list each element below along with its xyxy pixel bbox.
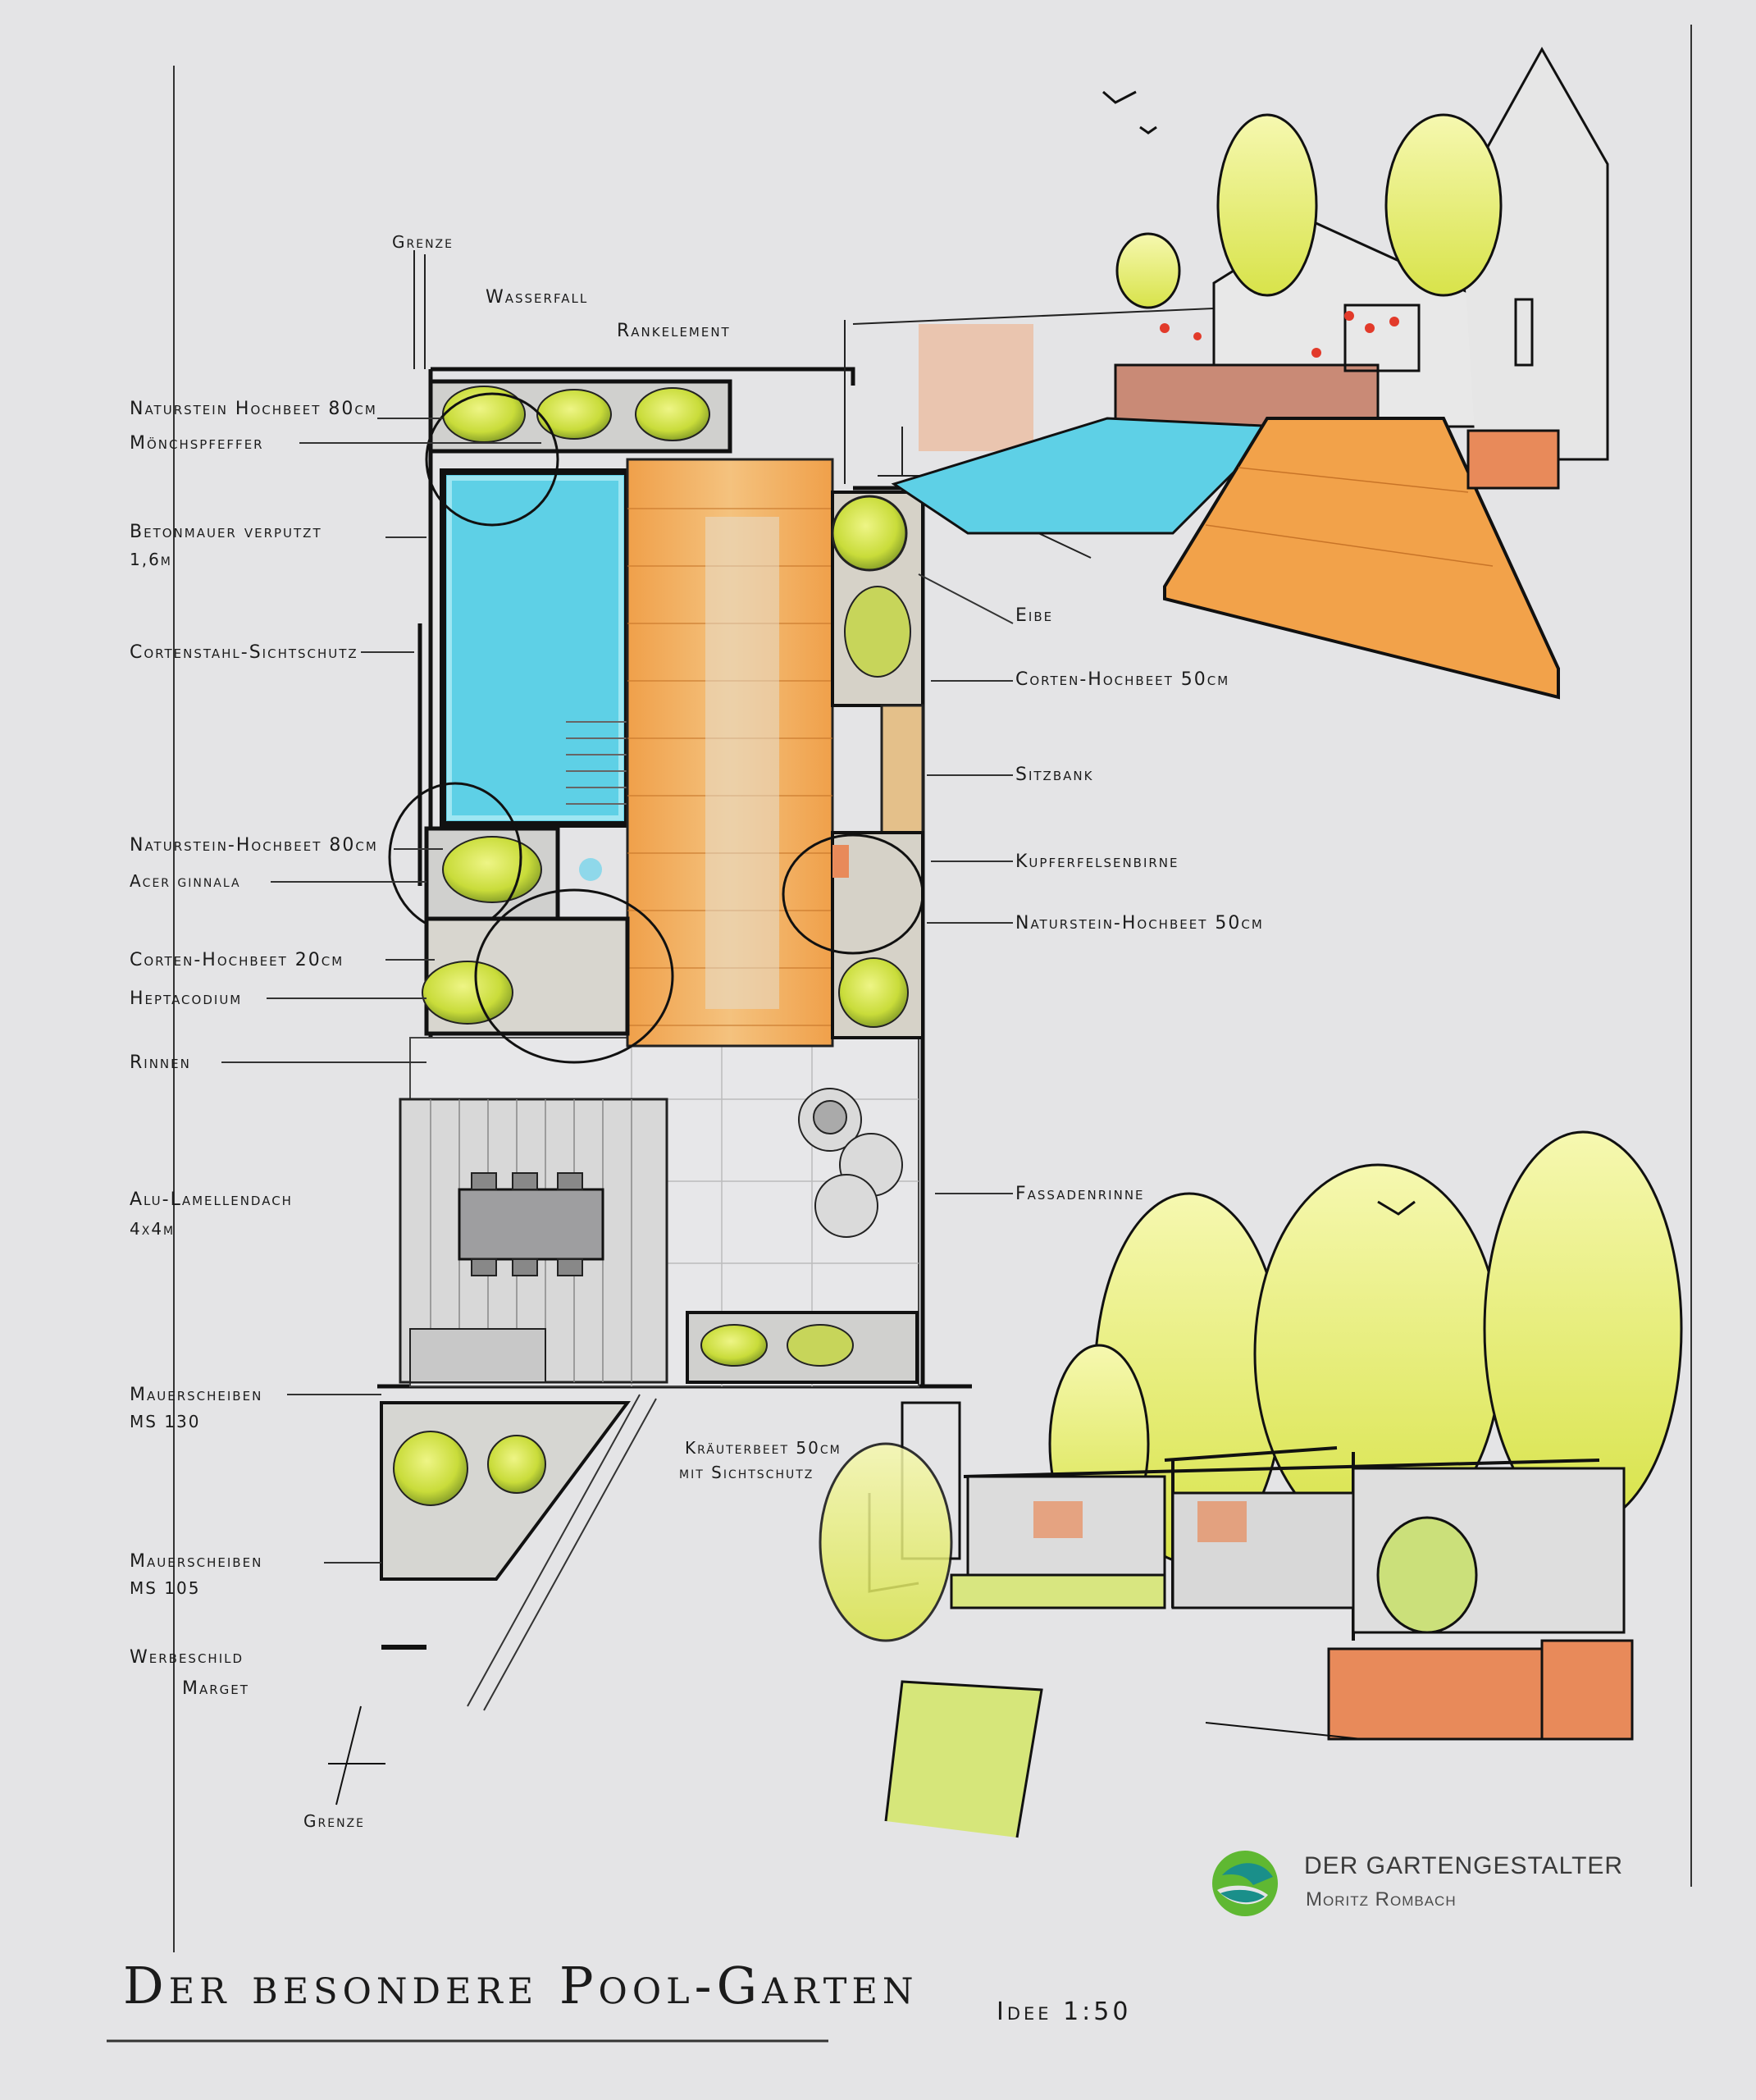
label-mauerscheiben-130: Mauerscheiben: [130, 1385, 263, 1405]
label-rankelement: Rankelement: [617, 321, 731, 341]
brand-logo-icon: [1212, 1851, 1278, 1916]
label-betonmauer-height: 1,6m: [130, 550, 172, 569]
label-naturstein-hochbeet-80: Naturstein-Hochbeet 80cm: [130, 835, 378, 856]
label-grenze-top: Grenze: [392, 232, 454, 252]
herb-planter: [686, 1311, 919, 1384]
label-naturstein-hochbeet-80-top: Naturstein Hochbeet 80cm: [130, 399, 377, 419]
perspective-top: [844, 46, 1609, 700]
label-mauerscheiben-105: Mauerscheiben: [130, 1551, 263, 1572]
label-naturstein-hochbeet-50: Naturstein-Hochbeet 50cm: [1015, 913, 1264, 934]
label-alu-lamellendach: Alu-Lamellendach: [130, 1189, 293, 1210]
label-kupferfelsenbirne: Kupferfelsenbirne: [1015, 851, 1179, 872]
label-wasserfall: Wasserfall: [486, 287, 589, 308]
label-ms-105: MS 105: [130, 1578, 201, 1598]
label-ms-130: MS 130: [130, 1412, 201, 1431]
brand-name: DER GARTENGESTALTER: [1304, 1852, 1624, 1879]
page-title: Der besondere Pool-Garten: [123, 1956, 919, 2016]
left-planters: [388, 782, 674, 1064]
label-werbeschild: Werbeschild: [130, 1647, 244, 1668]
label-marget: Marget: [182, 1678, 249, 1699]
pool: [440, 468, 631, 828]
label-moenchspfeffer: Mönchspfeffer: [130, 433, 264, 454]
label-fassadenrinne: Fassadenrinne: [1015, 1184, 1145, 1204]
sign-marks: [328, 1645, 426, 1806]
leader-lines: [221, 418, 1014, 1564]
label-heptacodium: Heptacodium: [130, 988, 243, 1009]
pergola-dining: [399, 1098, 668, 1384]
top-planter: [425, 379, 732, 527]
brand-person: Moritz Rombach: [1306, 1888, 1457, 1911]
label-kraeuterbeet: Kräuterbeet 50cm: [685, 1438, 842, 1458]
label-betonmauer: Betonmauer verputzt: [130, 522, 322, 542]
label-sitzbank: Sitzbank: [1015, 765, 1094, 785]
label-acer: Acer ginnala: [130, 871, 241, 891]
round-seating: [798, 1088, 903, 1238]
front-planter: [380, 1394, 657, 1711]
label-corten-hochbeet-20: Corten-Hochbeet 20cm: [130, 950, 344, 970]
scale-label: Idee 1:50: [997, 1997, 1132, 2026]
property-boundary: [413, 250, 426, 369]
label-grenze-bottom: Grenze: [303, 1811, 365, 1831]
label-corten-hochbeet-50: Corten-Hochbeet 50cm: [1015, 669, 1230, 690]
label-rinnen: Rinnen: [130, 1052, 191, 1073]
perspective-bottom: [819, 1130, 1683, 1838]
right-planters: [782, 491, 924, 1039]
label-alu-lamellendach-size: 4x4m: [130, 1219, 176, 1239]
frame-lines: [107, 25, 1692, 2043]
wooden-deck: [626, 458, 834, 1048]
plan-view: [221, 250, 1014, 1806]
label-kraeuterbeet-sichtschutz: mit Sichtschutz: [679, 1463, 814, 1482]
label-eibe: Eibe: [1015, 605, 1054, 626]
label-cortenstahl: Cortenstahl-Sichtschutz: [130, 642, 358, 663]
